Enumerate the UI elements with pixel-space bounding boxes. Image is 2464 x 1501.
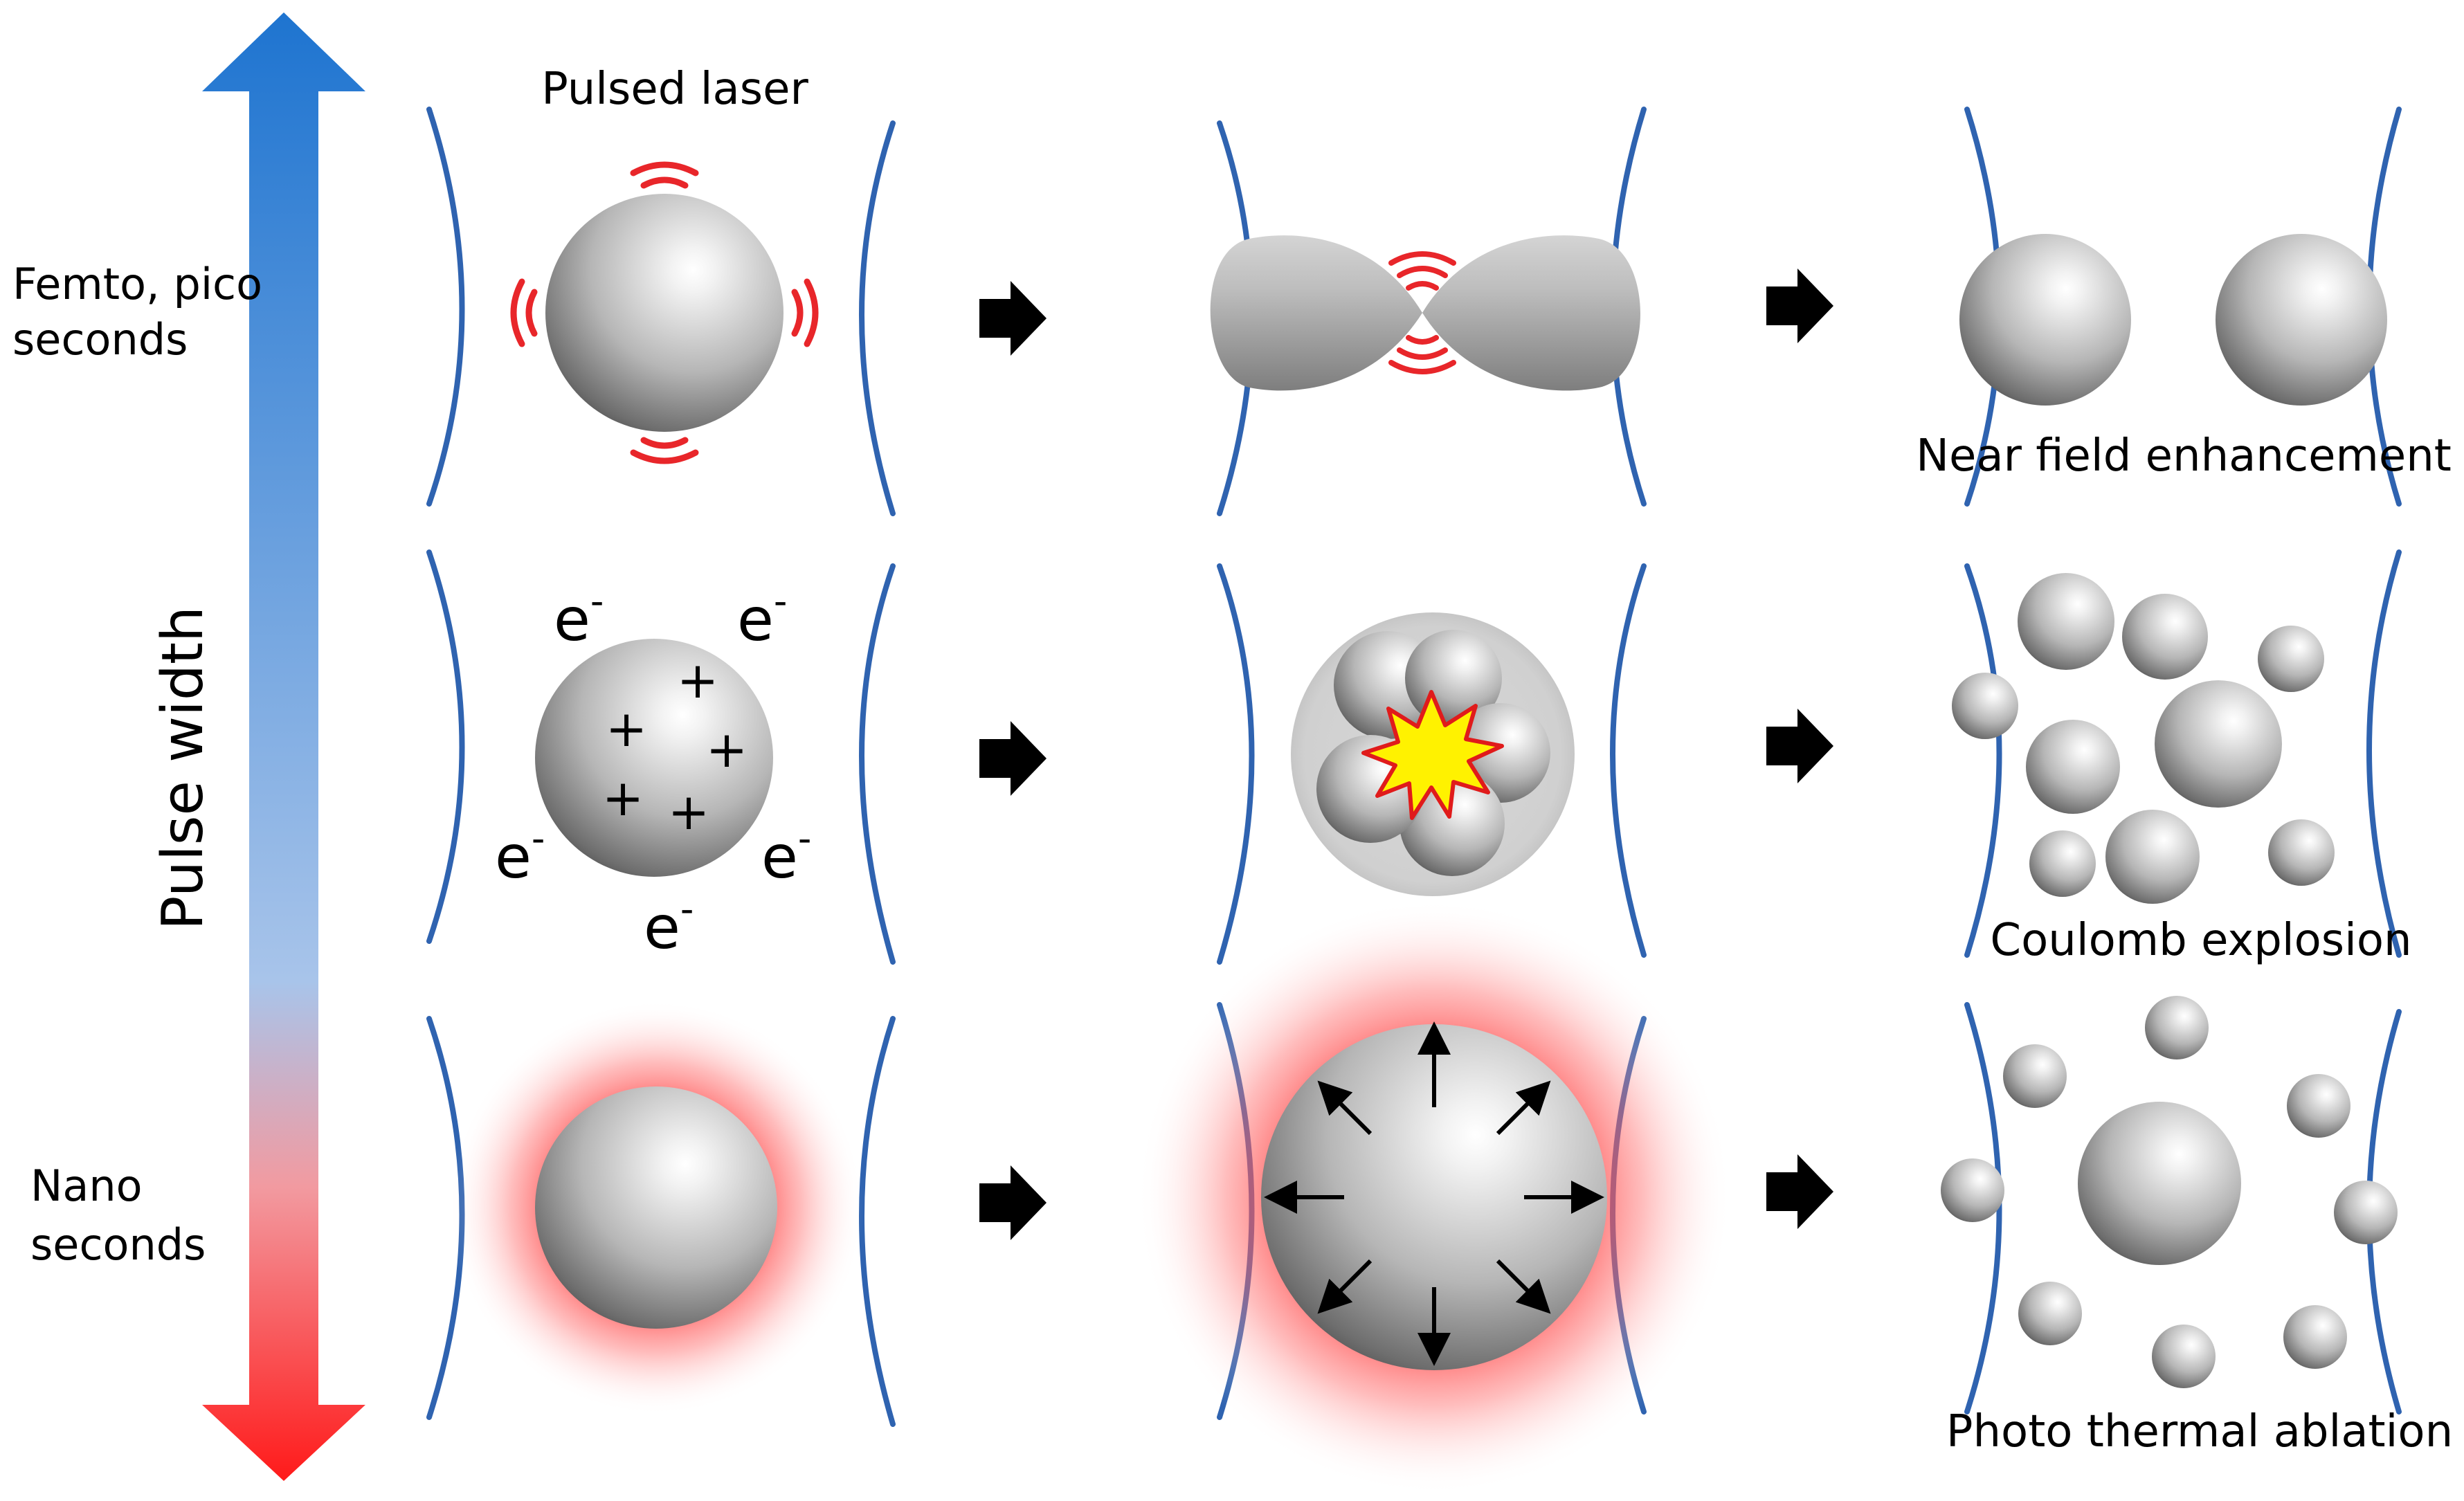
row-nano: Photo thermal ablation: [449, 900, 2453, 1495]
plus-sign: +: [668, 783, 709, 841]
fragment: [2287, 1074, 2350, 1138]
electron: e-: [495, 817, 545, 892]
scattered-fragments: [1952, 573, 2335, 904]
bracket: [859, 563, 896, 965]
explosion-burst-icon: [1361, 690, 1504, 820]
bracket: [2366, 549, 2402, 958]
nanoparticle: [1959, 234, 2131, 406]
ablated-fragments: [1941, 996, 2398, 1388]
plus-sign: +: [606, 700, 647, 758]
electron: e-: [554, 579, 604, 655]
left-lobe: [1210, 235, 1422, 391]
plus-sign: +: [706, 720, 748, 779]
electron: e-: [761, 817, 811, 892]
fragment: [2018, 1282, 2082, 1345]
result-label: Coulomb explosion: [1990, 915, 2411, 966]
fragment: [2122, 594, 2208, 680]
bracket: [859, 1016, 896, 1427]
axis-label: Pulse width: [150, 606, 216, 930]
right-arrow-icon: [979, 721, 1047, 796]
heated-nanoparticle: [535, 1086, 777, 1329]
axis-bottom-label-line2: seconds: [30, 1219, 206, 1270]
axis-double-arrow: [202, 12, 365, 1481]
fragment: [2026, 720, 2120, 814]
exploding-cluster: [1291, 612, 1575, 896]
fragment: [2003, 1044, 2067, 1108]
process-arrows: [979, 269, 1833, 1240]
electron: e-: [644, 887, 694, 963]
bracket: [1964, 563, 2002, 958]
pulse-width-axis: Pulse width: [150, 12, 365, 1481]
positive-charges: + + + + +: [602, 651, 748, 841]
right-arrow-icon: [979, 1165, 1047, 1240]
plus-sign: +: [677, 651, 718, 709]
electron: e-: [737, 579, 787, 655]
right-lobe: [1422, 235, 1640, 391]
nanoparticle: [2216, 234, 2387, 406]
fragment: [2145, 996, 2209, 1059]
axis-bottom-label-line1: Nano: [30, 1161, 143, 1211]
result-label: Photo thermal ablation: [1946, 1406, 2453, 1457]
nanoparticle: [545, 194, 783, 432]
dumbbell-field: [1210, 235, 1640, 391]
right-arrow-icon: [1766, 269, 1833, 343]
fragment: [2258, 626, 2324, 692]
result-label: Near field enhancement: [1916, 430, 2452, 482]
charged-nanoparticle: [535, 639, 773, 877]
fragment: [2334, 1181, 2398, 1244]
fragment: [1952, 673, 2018, 739]
plus-sign: +: [602, 769, 644, 827]
electrons: e- e- e- e- e-: [495, 579, 811, 963]
bracket: [426, 107, 465, 507]
fragment: [2018, 573, 2114, 670]
pulsed-laser-label: Pulsed laser: [541, 64, 808, 115]
fragment: [2283, 1305, 2347, 1369]
right-arrow-icon: [1766, 709, 1833, 783]
laser-wave-icon: [510, 161, 819, 464]
bracket: [859, 120, 896, 516]
row-coulomb: + + + + + e- e- e- e- e-: [495, 573, 2412, 966]
axis-top-label-line2: seconds: [12, 314, 188, 365]
right-arrow-icon: [979, 281, 1047, 356]
fragment: [2152, 1325, 2216, 1388]
bracket: [426, 549, 465, 944]
fragment: [1941, 1158, 2004, 1222]
bracket: [1610, 563, 1647, 958]
right-arrow-icon: [1766, 1154, 1833, 1229]
fragment: [2155, 680, 2282, 808]
fragment: [2029, 830, 2096, 897]
fragment: [2078, 1102, 2241, 1265]
bracket: [1217, 563, 1255, 965]
axis-top-label-line1: Femto, pico: [12, 259, 262, 309]
expansion-arrows: [1264, 1021, 1604, 1366]
bracket: [1964, 1002, 2002, 1414]
fragment: [2268, 819, 2335, 886]
row-femto: Pulsed laser Near field enhancement: [510, 64, 2452, 482]
fragment: [2105, 810, 2200, 904]
laser-wave-icon: [1388, 251, 1456, 374]
